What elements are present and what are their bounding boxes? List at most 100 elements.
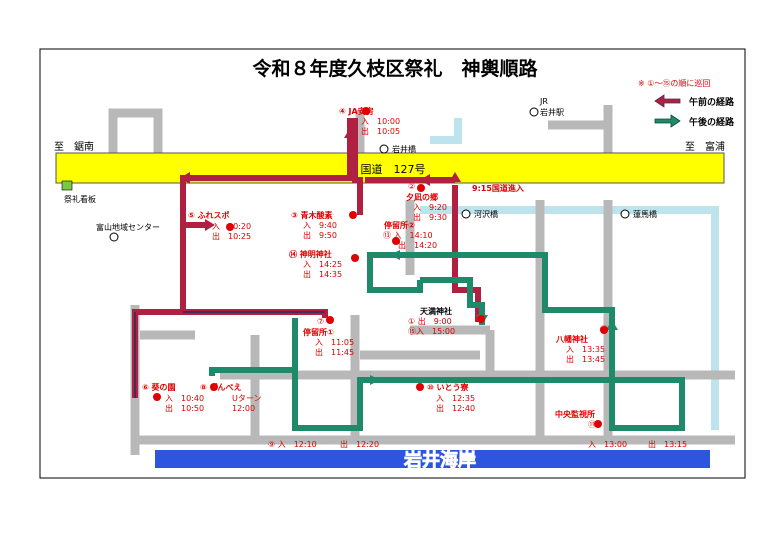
arrow-west-2 [420, 174, 430, 186]
arrow-west [180, 172, 190, 184]
stop-01-line-1: 天満神社 [420, 306, 452, 316]
stop-11-line-1: 中央監視所 [555, 409, 595, 419]
stop-label-14: ⑭ 神明神社 入 14:25 出 14:35 [289, 249, 342, 279]
stop-08-line-2: Uターン [232, 394, 261, 403]
stop-08-line-3: 12:00 [232, 404, 255, 413]
stop-label-05: ⑤ ふれスポ 入 10:20 出 10:25 [188, 210, 251, 241]
kawasawa-bridge-label: 河沢橋 [474, 209, 498, 219]
stop-06-line-1: ⑥ 葵の園 [142, 382, 176, 392]
stop-07-line-4: 出 11:45 [315, 347, 354, 357]
afternoon-route-seg2 [292, 370, 612, 431]
iwai-bridge-marker-icon [379, 144, 389, 154]
stop-13-line-3: 出 14:20 [398, 240, 437, 250]
stop-dot-13 [392, 237, 400, 245]
stop-12-line-4: 出 13:45 [566, 354, 605, 364]
kawasawa-bridge-marker-icon [461, 209, 471, 219]
stop-02-line-1: ② [408, 182, 415, 191]
stop-dot-03 [349, 211, 357, 219]
festival-board-label: 祭礼看板 [64, 194, 96, 204]
stop-label-10: ⑩ いとう寮 入 12:35 出 12:40 [427, 382, 475, 413]
stop-04-line-3: 出 10:05 [361, 126, 400, 136]
stop-05-line-1: ⑤ ふれスポ [188, 210, 230, 220]
stop-label-09: ⑨ 入 12:10 出 12:20 [268, 439, 379, 449]
stop-dot-06 [153, 393, 161, 401]
stop-dot-04 [362, 107, 370, 115]
stop-10-line-1: ⑩ いとう寮 [427, 382, 470, 392]
toyama-center-marker-icon [109, 232, 119, 242]
afternoon-route [209, 252, 685, 431]
legend-morning-label: 午前の経路 [689, 96, 735, 108]
stop-04-line-2: 入 10:00 [361, 117, 400, 126]
morning-route-seg4 [180, 118, 353, 312]
arrow-east-green [370, 375, 380, 385]
stop-dots [153, 107, 608, 428]
arrow-north-green [606, 320, 618, 330]
arrow-west-green [390, 250, 400, 260]
toyama-center-label: 富山地域センター [96, 222, 160, 232]
arrow-up-junction [449, 172, 461, 182]
stop-07-line-1: ⑦ [317, 317, 324, 326]
stop-dot-08 [210, 383, 218, 391]
river-north-segment [430, 118, 462, 144]
stop-label-04: ④ JA安房 入 10:00 出 10:05 [339, 106, 400, 136]
legend-morning-arrow [654, 94, 681, 108]
stop-01-line-2: ① 出 9:00 [408, 316, 452, 326]
stop-07-line-3: 入 11:05 [315, 338, 354, 347]
stop-dot-05 [226, 223, 234, 231]
stop-dot-02 [417, 184, 425, 192]
stop-03-line-3: 出 9:50 [303, 230, 337, 240]
stop-02-line-2: 夕凪の郷 [406, 192, 438, 202]
station-marker-icon [529, 107, 539, 117]
stop-11-line-3: 入 13:00 [588, 440, 627, 449]
stop-label-07: ⑦ 停留所① 入 11:05 出 11:45 [303, 317, 354, 357]
stop-dot-12 [600, 326, 608, 334]
stop-02-line-4: 出 9:30 [413, 212, 447, 222]
stop-12-line-3: 入 13:35 [566, 345, 605, 354]
arrow-north [344, 128, 356, 138]
place-markers: JR 岩井駅 岩井橋 河沢橋 蓮馬橋 富山地域センター 祭礼看板 [61, 97, 657, 242]
stop-04-line-1: ④ JA安房 [339, 106, 374, 116]
afternoon-route-seg3 [367, 252, 615, 380]
stop-dot-01 [477, 315, 485, 323]
stop-06-line-3: 出 10:50 [165, 403, 204, 413]
stop-dot-10 [416, 383, 424, 391]
stop-07-line-2: 停留所① [303, 327, 334, 337]
stop-05-line-3: 出 10:25 [212, 231, 251, 241]
afternoon-route-seg4 [420, 277, 485, 325]
sea-label: 岩井海岸 [403, 449, 476, 471]
stop-03-line-2: 入 9:40 [303, 221, 337, 230]
stop-label-06: ⑥ 葵の園 入 10:40 出 10:50 [142, 382, 204, 413]
stop-labels: 天満神社 ① 出 9:00 ⑮入 15:00 ② 夕凪の郷 入 9:20 出 9… [142, 106, 687, 449]
route-arrows [180, 128, 461, 231]
stop-dot-11 [594, 420, 602, 428]
road-nw-loop [108, 108, 163, 160]
stop-label-01: 天満神社 ① 出 9:00 ⑮入 15:00 [408, 306, 455, 336]
stop-13-line-2: ⑬ 入 14:10 [383, 231, 433, 240]
stop-09-line-1: ⑨ 入 12:10 [268, 440, 317, 449]
legend-note: ※ ①～⑮の順に巡回 [638, 78, 710, 88]
morning-route-dark [134, 311, 325, 398]
station-label-2: 岩井駅 [540, 107, 564, 117]
hasuma-bridge-label: 蓮馬橋 [633, 209, 657, 219]
stop-11-line-4: 出 13:15 [648, 439, 687, 449]
junction-time-label: 9:15国道進入 [472, 183, 524, 193]
iwai-bridge-label: 岩井橋 [392, 144, 416, 154]
station-label-1: JR [539, 97, 548, 106]
stop-05-line-2: 入 10:20 [212, 222, 251, 231]
stop-08-line-1: ⑧ ごんべえ [200, 382, 242, 392]
morning-route-seg3 [352, 118, 363, 215]
stop-dot-14 [351, 254, 359, 262]
stop-14-line-1: ⑭ 神明神社 [289, 249, 332, 259]
arrow-east-fure [205, 219, 215, 231]
stop-11-line-2: ⑪ [588, 420, 596, 429]
afternoon-route-loop [609, 377, 685, 431]
legend-afternoon-label: 午後の経路 [689, 116, 735, 128]
stop-label-03: ③ 青木酸素 入 9:40 出 9:50 [291, 210, 337, 240]
stop-14-line-3: 出 14:35 [303, 269, 342, 279]
east-direction-label: 至 富浦 [685, 140, 725, 153]
stop-label-02: ② 夕凪の郷 入 9:20 出 9:30 [406, 182, 447, 222]
afternoon-route-seg1 [209, 318, 298, 376]
hasuma-bridge-marker-icon [620, 209, 630, 219]
map-title: 令和８年度久枝区祭礼 神輿順路 [252, 57, 538, 80]
